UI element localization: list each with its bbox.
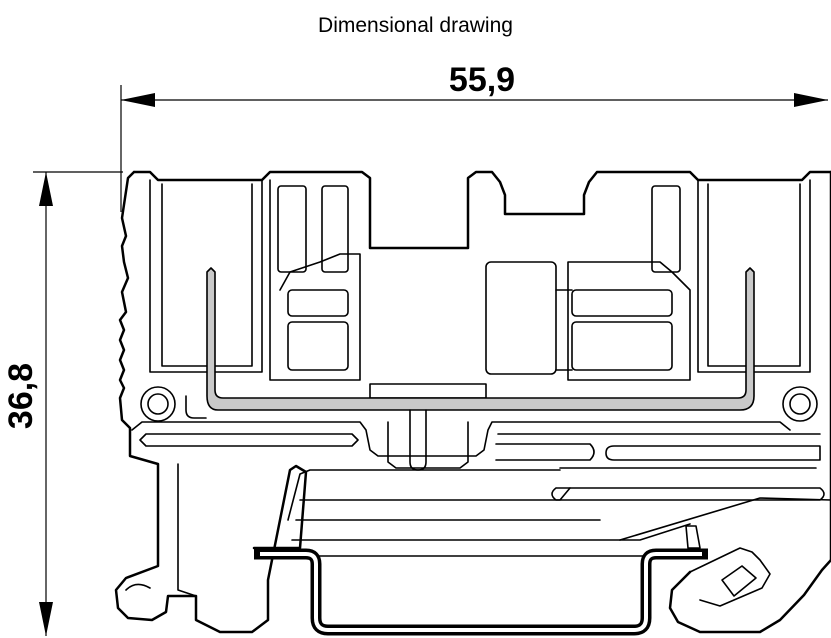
right-spring-block-bottom xyxy=(571,321,673,371)
foot-strut-2 xyxy=(287,469,561,521)
terminal-block-body xyxy=(114,170,831,634)
height-arrow-bottom xyxy=(39,602,53,636)
height-dimension: 36,8 xyxy=(2,171,123,636)
din-rail-inner xyxy=(260,552,702,632)
foot-strut-5 xyxy=(291,523,691,541)
right-slot-outer xyxy=(651,185,681,273)
height-dimension-label: 36,8 xyxy=(2,363,40,429)
left-spring-block-bottom xyxy=(287,321,349,371)
right-latch-tab xyxy=(685,525,701,549)
left-spring-housing xyxy=(269,179,361,381)
foot-strut-right xyxy=(619,497,831,541)
left-spring-block-top xyxy=(287,289,349,317)
center-pin-housing xyxy=(387,421,469,469)
center-right-block xyxy=(485,261,557,375)
foot-strut-3 xyxy=(299,487,571,501)
left-slot-outer xyxy=(277,185,307,273)
width-dimension-label: 55,9 xyxy=(449,61,515,99)
rib-row-2 xyxy=(139,433,359,447)
width-arrow-left xyxy=(121,93,155,107)
right-latch-outer xyxy=(689,547,771,607)
rib-right-a xyxy=(605,445,821,461)
left-mounting-hole-inner xyxy=(147,393,169,415)
right-latch-inner xyxy=(721,565,757,597)
left-wire-chamber xyxy=(149,179,263,373)
height-arrow-top xyxy=(39,172,53,206)
right-spring-housing xyxy=(567,261,691,381)
right-mounting-hole-outer xyxy=(782,386,818,422)
body-outline xyxy=(114,170,831,634)
right-spring-block-top xyxy=(571,289,673,317)
rib-right-b xyxy=(495,443,595,461)
center-pin xyxy=(409,409,427,471)
center-top-bar xyxy=(369,383,487,399)
rib-row-1 xyxy=(131,421,791,457)
left-rib-1 xyxy=(185,395,207,419)
left-mounting-hole-outer xyxy=(140,386,176,422)
foot-strut-1 xyxy=(177,463,197,597)
page-title: Dimensional drawing xyxy=(318,14,513,37)
left-slot-inner xyxy=(321,185,349,273)
din-rail-profile xyxy=(254,548,708,636)
width-dimension: 55,9 xyxy=(120,61,828,212)
right-mounting-hole-inner xyxy=(789,393,811,415)
left-foot-notch xyxy=(125,583,151,591)
din-rail xyxy=(254,548,708,636)
width-arrow-right xyxy=(794,93,828,107)
busbar xyxy=(206,267,755,411)
